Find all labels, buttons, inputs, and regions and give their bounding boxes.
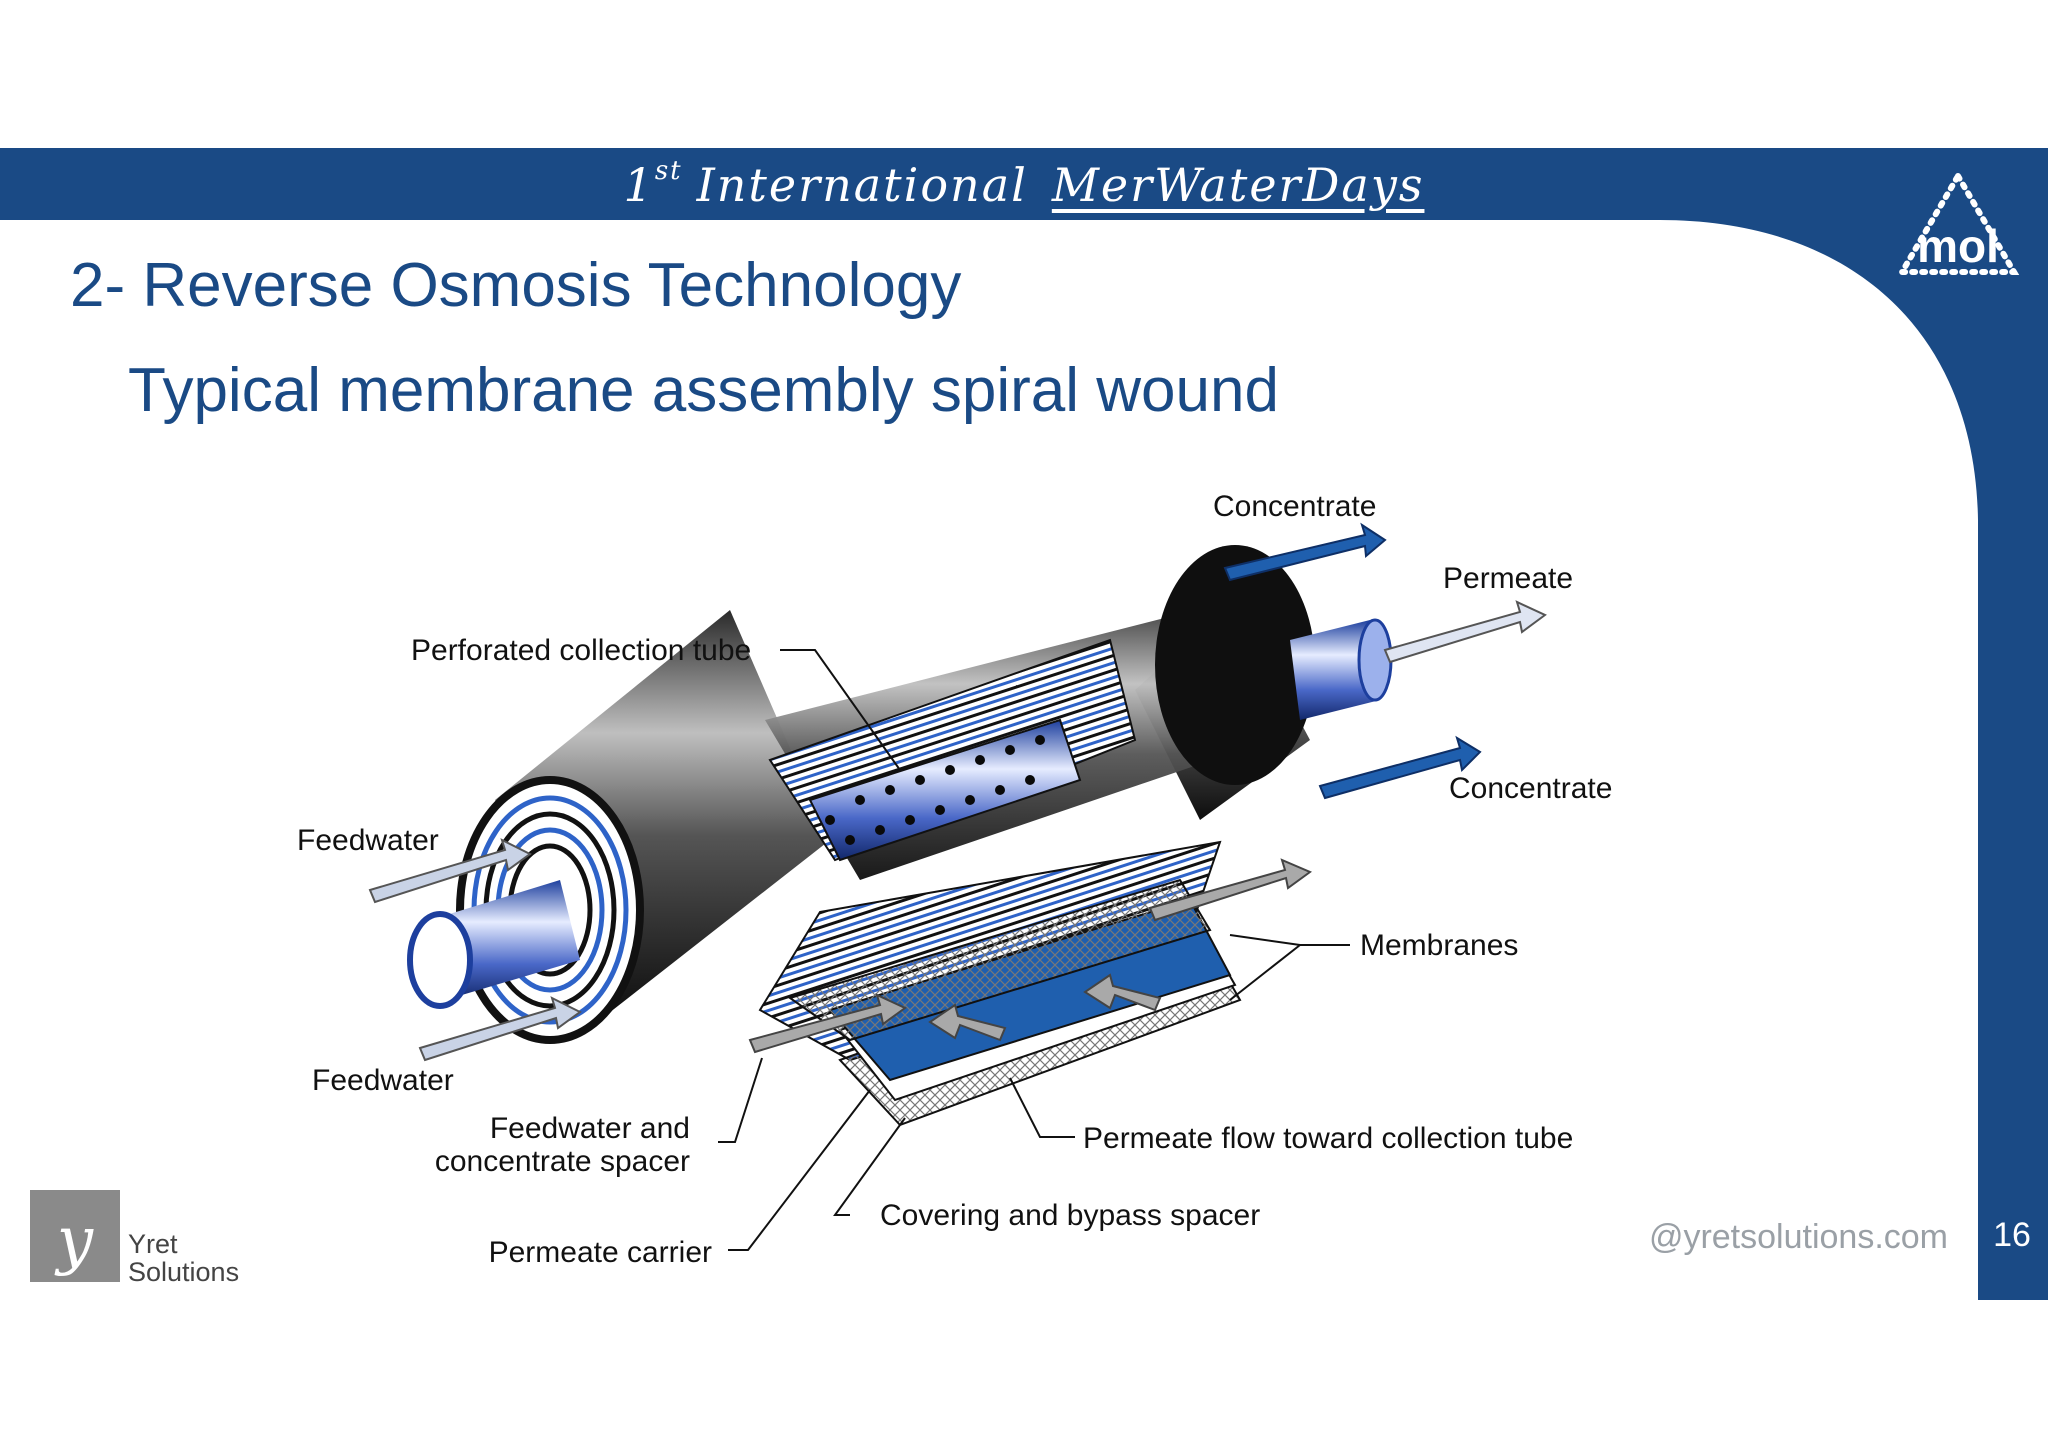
label-concentrate-top: Concentrate: [1213, 490, 1376, 523]
banner-international: International: [696, 158, 1028, 212]
label-permeate-carrier: Permeate carrier: [489, 1236, 712, 1269]
label-leader-lines: [718, 649, 1350, 1251]
slide-subheading: Typical membrane assembly spiral wound: [128, 356, 1279, 425]
concentrate-arrow-right: [1318, 735, 1482, 800]
page-number: 16: [1993, 1216, 2031, 1254]
label-feedwater-spacer-line1: Feedwater and: [490, 1112, 690, 1145]
flow-arrows: [368, 522, 1547, 1062]
label-concentrate-right: Concentrate: [1449, 772, 1612, 805]
label-permeate-flow: Permeate flow toward collection tube: [1083, 1122, 1573, 1155]
footer-website: @yretsolutions.com: [1648, 1218, 1948, 1256]
mol-logo: mol: [1896, 170, 2020, 275]
svg-text:y: y: [54, 1204, 94, 1278]
banner-ordinal-suffix: st: [654, 156, 683, 186]
tube-perforations: [825, 735, 1045, 845]
label-covering-bypass-spacer: Covering and bypass spacer: [880, 1199, 1260, 1232]
label-membranes: Membranes: [1360, 929, 1518, 962]
label-perforated-collection-tube: Perforated collection tube: [411, 634, 751, 667]
company-name: Yret Solutions: [128, 1230, 239, 1286]
permeate-sheet-arrow-1: [928, 1003, 1007, 1042]
label-feedwater-spacer-line2: concentrate spacer: [435, 1145, 690, 1178]
slide-heading: 2- Reverse Osmosis Technology: [70, 251, 962, 320]
membrane-element-body: [407, 545, 1393, 1044]
concentrate-arrow-top: [1223, 522, 1387, 582]
yret-solutions-logo: y: [30, 1190, 120, 1282]
banner-event-name: MerWaterDays: [1051, 158, 1425, 212]
permeate-sheet-arrow-2: [1083, 973, 1162, 1012]
banner-ordinal: 1: [623, 158, 655, 212]
unrolled-membrane-sheets: [758, 840, 1242, 1127]
feedwater-arrow-top: [368, 838, 532, 904]
right-side-panel: [1660, 220, 2048, 1300]
feedwater-arrow-bottom: [418, 996, 582, 1062]
company-line1: Yret: [128, 1229, 178, 1259]
label-permeate: Permeate: [1443, 562, 1573, 595]
reject-flow-arrow: [1148, 858, 1313, 922]
company-line2: Solutions: [128, 1257, 240, 1287]
title-banner: [0, 148, 2048, 220]
label-feedwater-bottom: Feedwater: [312, 1064, 454, 1097]
label-feedwater-top: Feedwater: [297, 824, 439, 857]
feed-spacer-flow-arrow: [748, 993, 907, 1054]
permeate-arrow: [1383, 600, 1547, 664]
svg-text:mol: mol: [1917, 220, 1999, 272]
